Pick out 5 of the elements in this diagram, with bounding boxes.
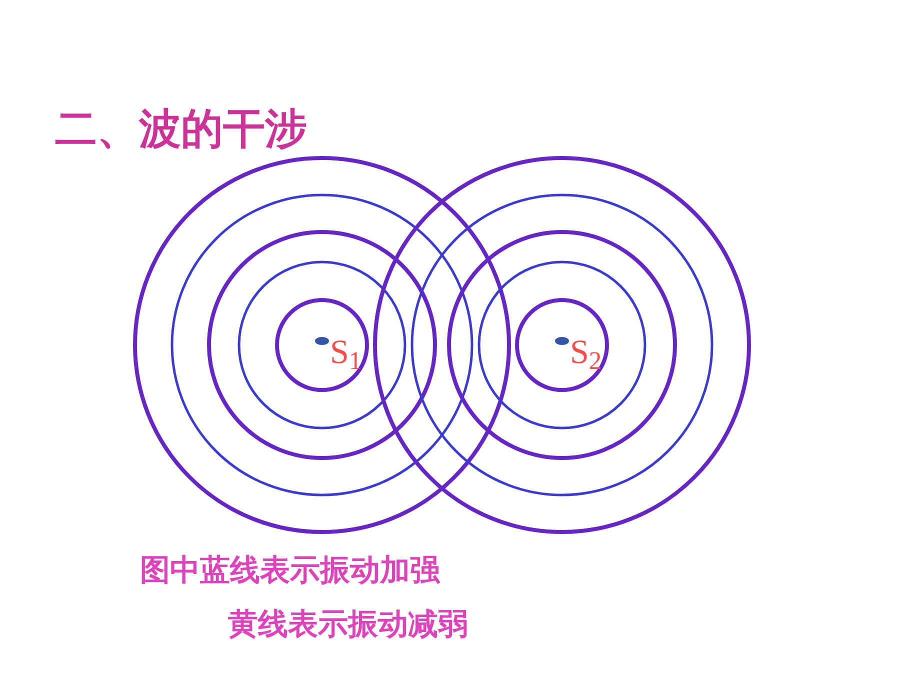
source-label: S$_{2}$ bbox=[570, 336, 602, 370]
source-label: S$_{1}$ bbox=[330, 336, 362, 370]
title: 二、波的干涉 bbox=[55, 108, 307, 150]
note-text: 图中蓝线表示振动加强 bbox=[140, 556, 440, 586]
note-text: 黄线表示振动减弱 bbox=[228, 610, 468, 640]
